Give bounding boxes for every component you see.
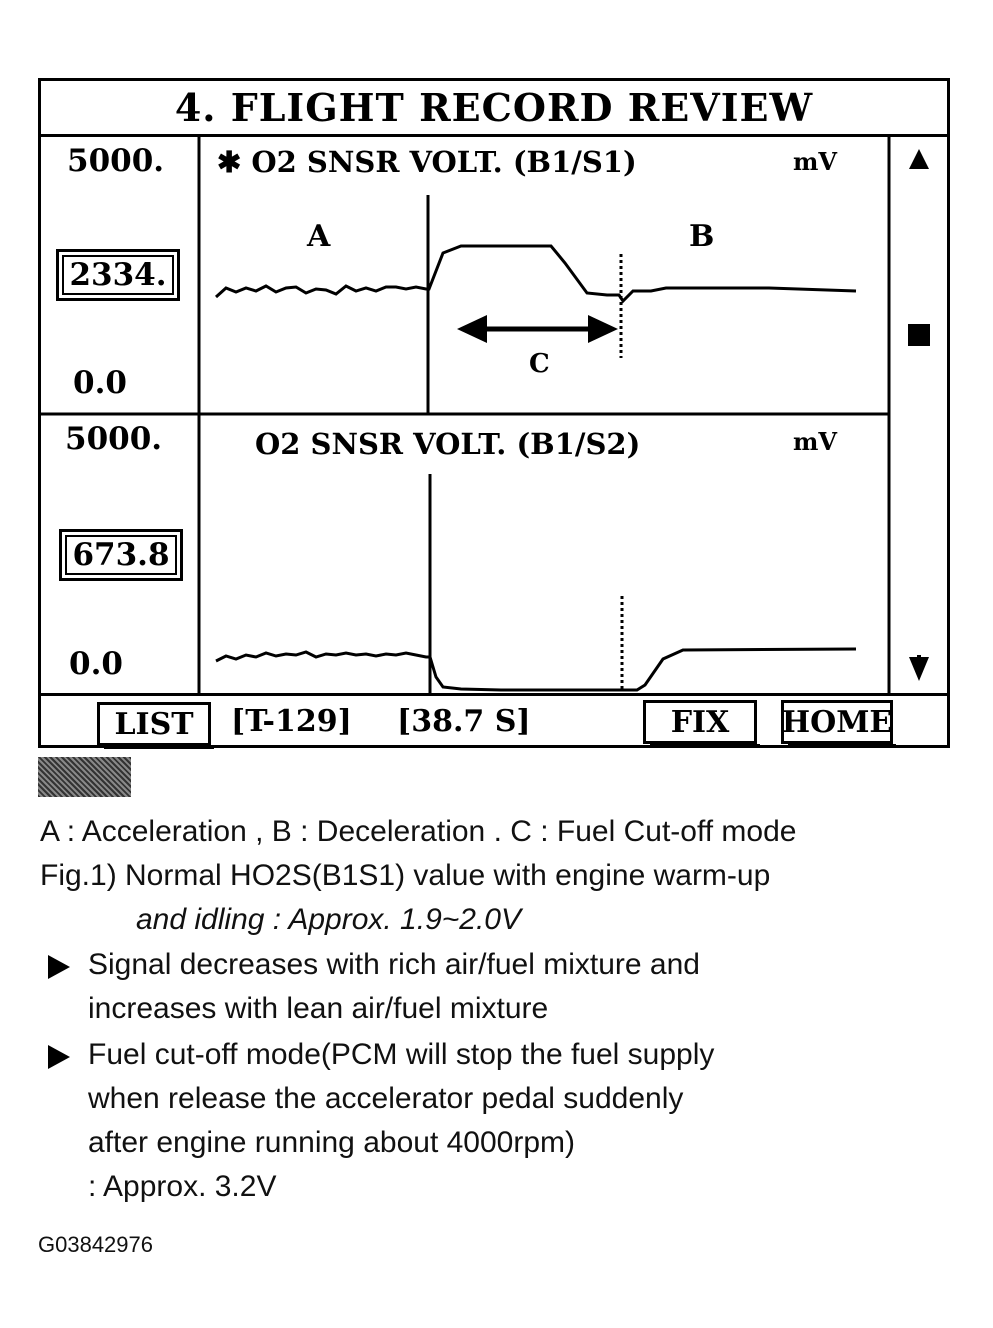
bullet-2-line4: : Approx. 3.2V: [88, 1170, 277, 1203]
scan-tool-screen: 4. FLIGHT RECORD REVIEW 5000. 2334. 0.0 …: [38, 78, 950, 749]
marker-b: B: [689, 219, 715, 254]
bottom-scale-max: 5000.: [65, 421, 163, 457]
title-bar: 4. FLIGHT RECORD REVIEW: [41, 81, 947, 137]
bottom-graph-title: O2 SNSR VOLT. (B1/S2): [255, 427, 641, 461]
marker-a: A: [307, 219, 331, 254]
list-button[interactable]: LIST: [97, 702, 214, 749]
elapsed-time: [38.7 S]: [397, 704, 531, 739]
o2-b1s2-trace: [215, 647, 857, 692]
bottom-graph-unit: mV: [793, 427, 838, 456]
fig-caption-line1: Fig.1) Normal HO2S(B1S1) value with engi…: [40, 859, 771, 892]
top-graph-unit: mV: [793, 147, 838, 176]
screen-title: 4. FLIGHT RECORD REVIEW: [174, 85, 814, 130]
bottom-bar: LIST [T-129] [38.7 S] FIX HOME: [41, 693, 947, 749]
figure-tag: [38, 757, 131, 797]
arrow-right-head: [588, 315, 618, 343]
stop-square-icon[interactable]: [907, 323, 931, 347]
bullet-1-line2: increases with lean air/fuel mixture: [88, 992, 549, 1025]
scroll-down-icon[interactable]: [907, 655, 931, 683]
bullet-1-triangle-right-icon: [48, 955, 70, 979]
bullet-1-line1: Signal decreases with rich air/fuel mixt…: [88, 948, 700, 981]
top-scale-max: 5000.: [67, 143, 165, 179]
top-scale-min: 0.0: [73, 365, 127, 401]
figure-id: G03842976: [38, 1232, 153, 1257]
legend-line: A : Acceleration , B : Deceleration . C …: [40, 815, 797, 848]
bullet-2-line2: when release the accelerator pedal sudde…: [88, 1082, 684, 1115]
bottom-scale-min: 0.0: [69, 646, 123, 682]
top-graph-title: ✱ O2 SNSR VOLT. (B1/S1): [217, 145, 637, 179]
bullet-2-line3: after engine running about 4000rpm): [88, 1126, 576, 1159]
bullet-2-triangle-right-icon: [48, 1045, 70, 1069]
fix-button[interactable]: FIX: [643, 700, 760, 747]
graph-area: [41, 137, 891, 693]
test-id: [T-129]: [231, 704, 352, 739]
bottom-current-value: 673.8: [59, 529, 183, 581]
marker-c: C: [529, 349, 550, 379]
o2-b1s1-trace: [214, 244, 857, 304]
home-button[interactable]: HOME: [781, 700, 896, 747]
bullet-2-line1: Fuel cut-off mode(PCM will stop the fuel…: [88, 1038, 715, 1071]
top-current-value: 2334.: [56, 249, 180, 301]
fig-caption-line2: and idling : Approx. 1.9~2.0V: [136, 903, 521, 936]
arrow-left-head: [457, 315, 487, 343]
scroll-up-icon[interactable]: [907, 147, 931, 171]
